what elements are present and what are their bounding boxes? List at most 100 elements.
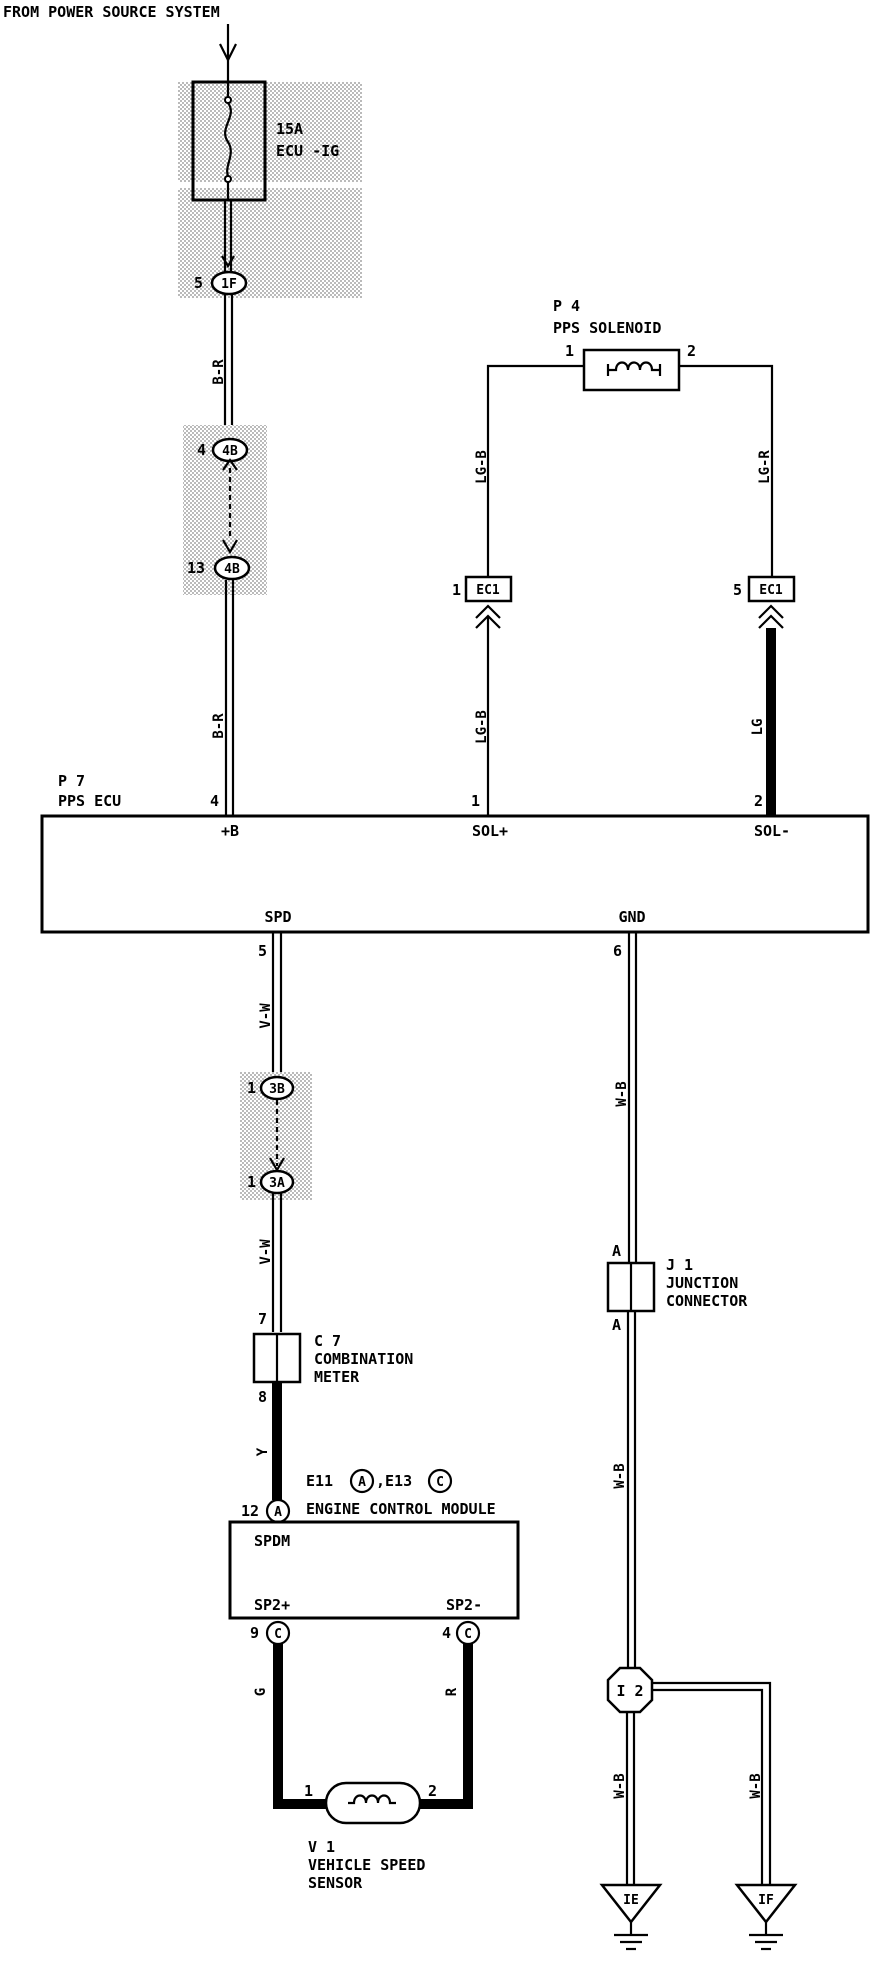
- ecm-sp2p-label: SP2+: [254, 1596, 290, 1614]
- wire-wb-3: W-B: [612, 1773, 628, 1798]
- meter-pin-top: 7: [258, 1310, 267, 1328]
- sensor-name-line1: VEHICLE SPEED: [308, 1856, 425, 1874]
- ecm-c-right-id: C: [464, 1627, 472, 1642]
- ec1-left-id: EC1: [476, 583, 500, 598]
- ecm-code-e11: E11: [306, 1472, 333, 1490]
- ecu-pin-spd-label: SPD: [264, 908, 291, 926]
- wire-br-upper: B-R: [211, 359, 227, 385]
- connector-1f: [210, 270, 248, 296]
- c3a-pin: 1: [247, 1173, 256, 1191]
- connector-3b: [259, 1075, 295, 1101]
- junction-name-line1: JUNCTION: [666, 1274, 738, 1292]
- sensor-pin-right: 2: [428, 1782, 437, 1800]
- junction-code: J 1: [666, 1256, 693, 1274]
- meter-name-line2: METER: [314, 1368, 360, 1386]
- ecm-sp2m-label: SP2-: [446, 1596, 482, 1614]
- ecu-pin-solm-label: SOL-: [754, 822, 790, 840]
- connector-ec1-left: [464, 575, 513, 603]
- solenoid-code: P 4: [553, 297, 580, 315]
- fuse-shaded-area: [178, 82, 362, 182]
- solenoid-name: PPS SOLENOID: [553, 319, 661, 337]
- c3b-pin: 1: [247, 1079, 256, 1097]
- ec1-left-pin: 1: [452, 581, 461, 599]
- solenoid-coil-icon: [608, 361, 660, 372]
- ecu-pin-solp-label: SOL+: [472, 822, 508, 840]
- solenoid-pin-left: 1: [565, 342, 574, 360]
- ecu-pin-spd-num: 5: [258, 942, 267, 960]
- c4b-bottom-pin: 13: [187, 559, 205, 577]
- fuse-name: ECU -IG: [276, 142, 339, 160]
- connector-4b-bottom: [213, 555, 251, 581]
- meter-pin-bottom: 8: [258, 1388, 267, 1406]
- sensor-code: V 1: [308, 1838, 335, 1856]
- c3a-id: 3A: [269, 1176, 285, 1191]
- ecu-code: P 7: [58, 772, 85, 790]
- connector-3a: [259, 1169, 295, 1195]
- ec1-right-pin: 5: [733, 581, 742, 599]
- c1f-id: 1F: [221, 277, 237, 292]
- ground-if-icon: [734, 1883, 798, 1951]
- junction-pin-bottom: A: [612, 1316, 621, 1334]
- pps-solenoid: [582, 348, 681, 392]
- ecm-connector-a-icon: [349, 1468, 375, 1494]
- wire-lgb-upper: LG-B: [474, 450, 490, 484]
- wire-r: R: [444, 1687, 460, 1696]
- ecu-pin-b-num: 4: [210, 792, 219, 810]
- wire-lgr: LG-R: [757, 450, 773, 484]
- ecu-pin-gnd-label: GND: [618, 908, 645, 926]
- fuse-shaded-area-lower: [178, 188, 362, 298]
- wire-lg: LG: [750, 719, 766, 736]
- ground-ie-label: IE: [623, 1893, 639, 1908]
- sensor-name-line2: SENSOR: [308, 1874, 363, 1892]
- ecm-code-e13: ,E13: [376, 1472, 412, 1490]
- junction-pin-top: A: [612, 1242, 621, 1260]
- arrow-into-1f: [221, 255, 235, 269]
- power-input-arrow: [219, 24, 237, 63]
- fuse-15a: [191, 60, 267, 202]
- ec1-right-id: EC1: [759, 583, 783, 598]
- ecm-c-right-pin: 4: [442, 1624, 451, 1642]
- fuse-rating: 15A: [276, 120, 303, 138]
- ecm-a-pin: 12: [241, 1502, 259, 1520]
- c4b-top-id: 4B: [222, 444, 238, 459]
- ecu-pin-solp-num: 1: [471, 792, 480, 810]
- c3b-id: 3B: [269, 1082, 285, 1097]
- ecm-c-left-pin: 9: [250, 1624, 259, 1642]
- wire-y: Y: [255, 1447, 271, 1456]
- ecm-spdm-label: SPDM: [254, 1532, 290, 1550]
- pps-ecu: [40, 814, 870, 934]
- ground-ie-icon: [599, 1883, 663, 1951]
- sensor-pin-left: 1: [304, 1782, 313, 1800]
- wire-wb-2: W-B: [612, 1463, 628, 1488]
- c1f-pin: 5: [194, 274, 203, 292]
- header-source-label: FROM POWER SOURCE SYSTEM: [3, 3, 220, 21]
- ecm-c-left-id: C: [274, 1627, 282, 1642]
- sensor-coil-icon: [348, 1794, 396, 1805]
- ground-if-label: IF: [758, 1893, 774, 1908]
- ecu-name: PPS ECU: [58, 792, 121, 810]
- wire-lgb-lower: LG-B: [474, 710, 490, 744]
- ecm-conn-c-label: C: [436, 1475, 444, 1490]
- ecu-pin-gnd-num: 6: [613, 942, 622, 960]
- solenoid-pin-right: 2: [687, 342, 696, 360]
- wire-vw-upper: V-W: [258, 1003, 274, 1029]
- c4b-top-pin: 4: [197, 441, 206, 459]
- ground-point-i2: [606, 1666, 654, 1714]
- wire-wb-4: W-B: [748, 1773, 764, 1798]
- junction-name-line2: CONNECTOR: [666, 1292, 748, 1310]
- c4b-bottom-id: 4B: [224, 562, 240, 577]
- wire-vw-lower: V-W: [258, 1239, 274, 1265]
- wire-br-lower: B-R: [211, 713, 227, 739]
- wire-wb-1: W-B: [614, 1081, 630, 1106]
- wire-g: G: [253, 1688, 269, 1696]
- engine-control-module: [228, 1520, 520, 1620]
- ecm-connector-c-icon: [427, 1468, 453, 1494]
- connector-ec1-right: [747, 575, 796, 603]
- ecm-a-id: A: [274, 1505, 282, 1520]
- meter-name-line1: COMBINATION: [314, 1350, 413, 1368]
- ecm-name: ENGINE CONTROL MODULE: [306, 1500, 496, 1518]
- vehicle-speed-sensor: [324, 1781, 422, 1825]
- ecm-conn-a-label: A: [358, 1475, 366, 1490]
- ground-i2-label: I 2: [616, 1682, 643, 1700]
